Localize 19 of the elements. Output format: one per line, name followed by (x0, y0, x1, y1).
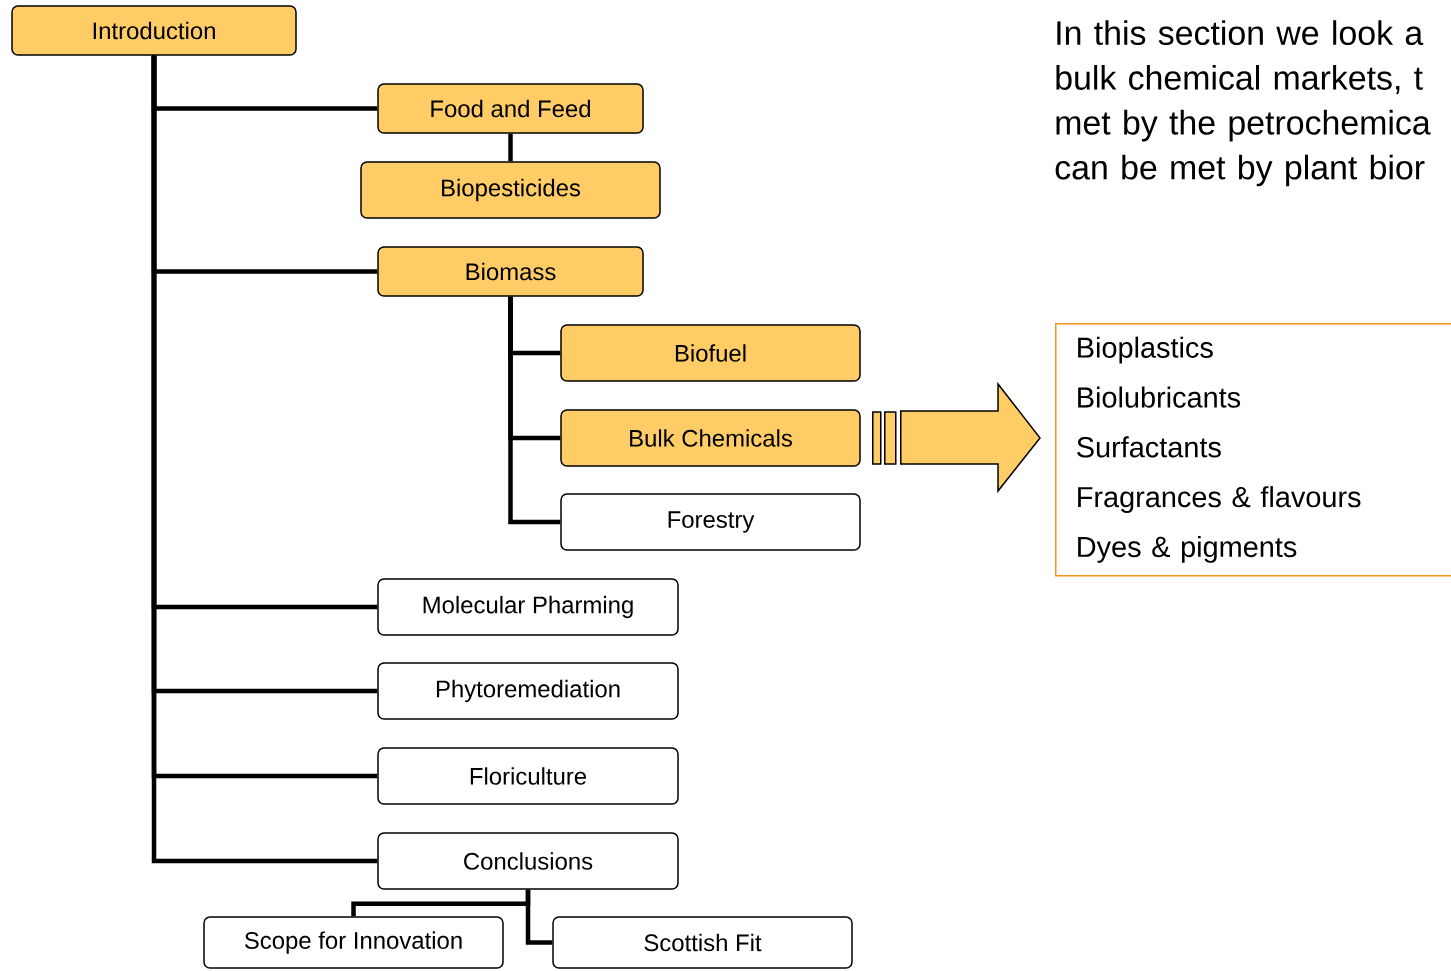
topic-box: Biopesticides (360, 161, 661, 219)
topic-box: Biofuel (560, 324, 861, 382)
connector-line (525, 889, 553, 945)
paragraph: In this section we look a bulk chemical markets, t met by the petrochemica can be met by plant bior (1055, 20, 1431, 187)
topic-box: Phytoremediation (377, 662, 679, 720)
topic-box: Introduction (11, 5, 297, 56)
topic-box: Molecular Pharming (377, 578, 679, 636)
topic-box: Bulk Chemicals (560, 409, 861, 467)
topic-box: Floriculture (377, 747, 679, 805)
connector-line (508, 133, 513, 162)
topic-box: Scope for Innovation (203, 916, 504, 969)
list-box: Bioplastics Biolubricants Surfactants Fragrances & flavours Dyes & pigments (1055, 323, 1451, 577)
topic-box: Food and Feed (377, 83, 644, 134)
block-arrow (872, 381, 1041, 494)
topic-box: Forestry (560, 493, 861, 551)
topic-box: Conclusions (377, 832, 679, 890)
topic-box: Biomass (377, 246, 644, 297)
connector-line (508, 296, 561, 525)
topic-box: Scottish Fit (552, 916, 853, 969)
